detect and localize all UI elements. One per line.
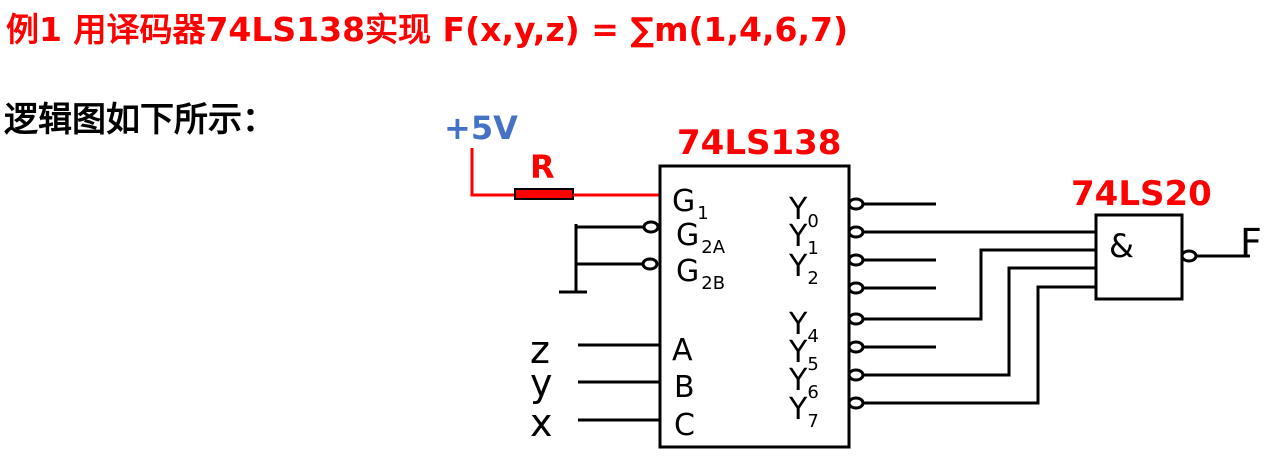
- pin-y7-label: Y7: [788, 392, 819, 432]
- pin-a-label: A: [672, 333, 693, 368]
- nand-label: 74LS20: [1071, 174, 1212, 214]
- pin-y1-label: Y1: [788, 219, 819, 259]
- input-x-label: x: [530, 401, 553, 445]
- y6-bubble: [847, 368, 865, 382]
- y6-to-nand-wire: [863, 266, 1096, 377]
- y1-bubble: [847, 225, 865, 239]
- input-y-label: y: [530, 361, 553, 405]
- y3-bubble: [847, 281, 865, 295]
- output-bubbles: [847, 197, 865, 410]
- supply-label: +5V: [444, 109, 518, 147]
- y7-to-nand-wire: [863, 285, 1096, 405]
- y0-bubble: [847, 197, 865, 211]
- diagram-caption: 逻辑图如下所示：: [4, 100, 276, 140]
- resistor-label: R: [530, 148, 555, 186]
- pin-y6-label: Y6: [788, 363, 819, 403]
- nand-and-symbol: &: [1109, 227, 1134, 265]
- page-title: 例1 用译码器74LS138实现 F(x,y,z) = ∑m(1,4,6,7): [6, 10, 849, 49]
- output-wires: [863, 202, 1096, 405]
- nand-gate-74ls20: [1094, 213, 1184, 301]
- supply-wire: [470, 148, 515, 197]
- pin-y4-label: Y4: [788, 307, 819, 347]
- pin-y0-label: Y0: [788, 192, 819, 232]
- decoder-label: 74LS138: [677, 123, 841, 163]
- y7-bubble: [847, 396, 865, 410]
- pin-c-label: C: [674, 408, 695, 443]
- pin-y5-label: Y5: [788, 335, 819, 375]
- nand-output-bubble: [1180, 249, 1198, 263]
- pin-y2-label: Y2: [788, 249, 819, 289]
- decoder-74ls138: [658, 164, 851, 449]
- y2-bubble: [847, 253, 865, 267]
- output-f-label: F: [1240, 221, 1262, 265]
- pin-b-label: B: [674, 370, 695, 405]
- input-z-label: z: [530, 328, 550, 372]
- y4-bubble: [847, 312, 865, 326]
- resistor: [514, 188, 574, 200]
- y4-to-nand-wire: [863, 248, 1096, 321]
- g2b-inversion-bubble: [641, 257, 659, 271]
- y5-bubble: [847, 340, 865, 354]
- g2a-inversion-bubble: [642, 220, 660, 234]
